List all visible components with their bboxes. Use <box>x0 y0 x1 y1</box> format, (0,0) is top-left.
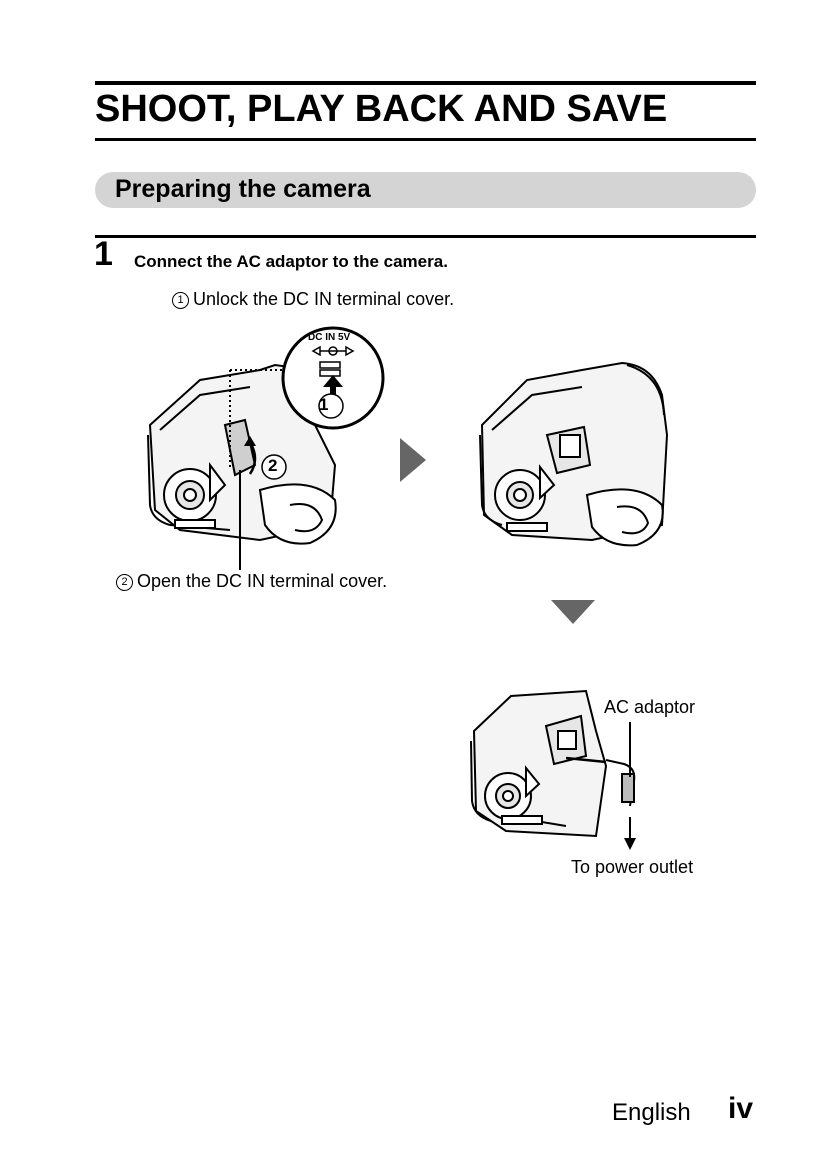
footer-language: English <box>612 1099 691 1126</box>
title-bottom-rule <box>95 138 756 141</box>
step-number: 1 <box>94 235 113 273</box>
rotate-marker: 2 <box>268 456 278 475</box>
camera-unlock-illustration <box>147 363 337 545</box>
page-number: iv <box>728 1092 754 1125</box>
magnifier-marker: 1 <box>319 395 329 414</box>
right-arrow-icon <box>400 438 426 482</box>
camera-open-illustration <box>479 361 669 547</box>
substep-2-marker: 2 <box>116 574 133 591</box>
title-top-rule <box>95 81 756 85</box>
dc-in-magnifier <box>281 326 385 430</box>
substep-1-marker: 1 <box>172 292 189 309</box>
section-title: Preparing the camera <box>115 175 371 203</box>
substep-2-text: Open the DC IN terminal cover. <box>137 571 388 591</box>
power-outlet-label: To power outlet <box>571 857 694 877</box>
ac-adaptor-leader <box>624 722 636 850</box>
ac-adaptor-label: AC adaptor <box>604 697 696 717</box>
terminal-label: DC IN 5V <box>308 332 351 343</box>
step-rule <box>95 235 756 238</box>
camera-ac-adaptor-illustration <box>470 689 636 838</box>
substep-1-text: Unlock the DC IN terminal cover. <box>193 289 455 309</box>
page-title: SHOOT, PLAY BACK AND SAVE <box>95 88 668 130</box>
section-header: Preparing the camera <box>95 172 756 208</box>
step-instruction: Connect the AC adaptor to the camera. <box>134 252 448 271</box>
rotate-arrow-icon <box>244 436 287 480</box>
down-arrow-icon <box>551 600 595 624</box>
callout-leader-lines <box>229 369 285 570</box>
